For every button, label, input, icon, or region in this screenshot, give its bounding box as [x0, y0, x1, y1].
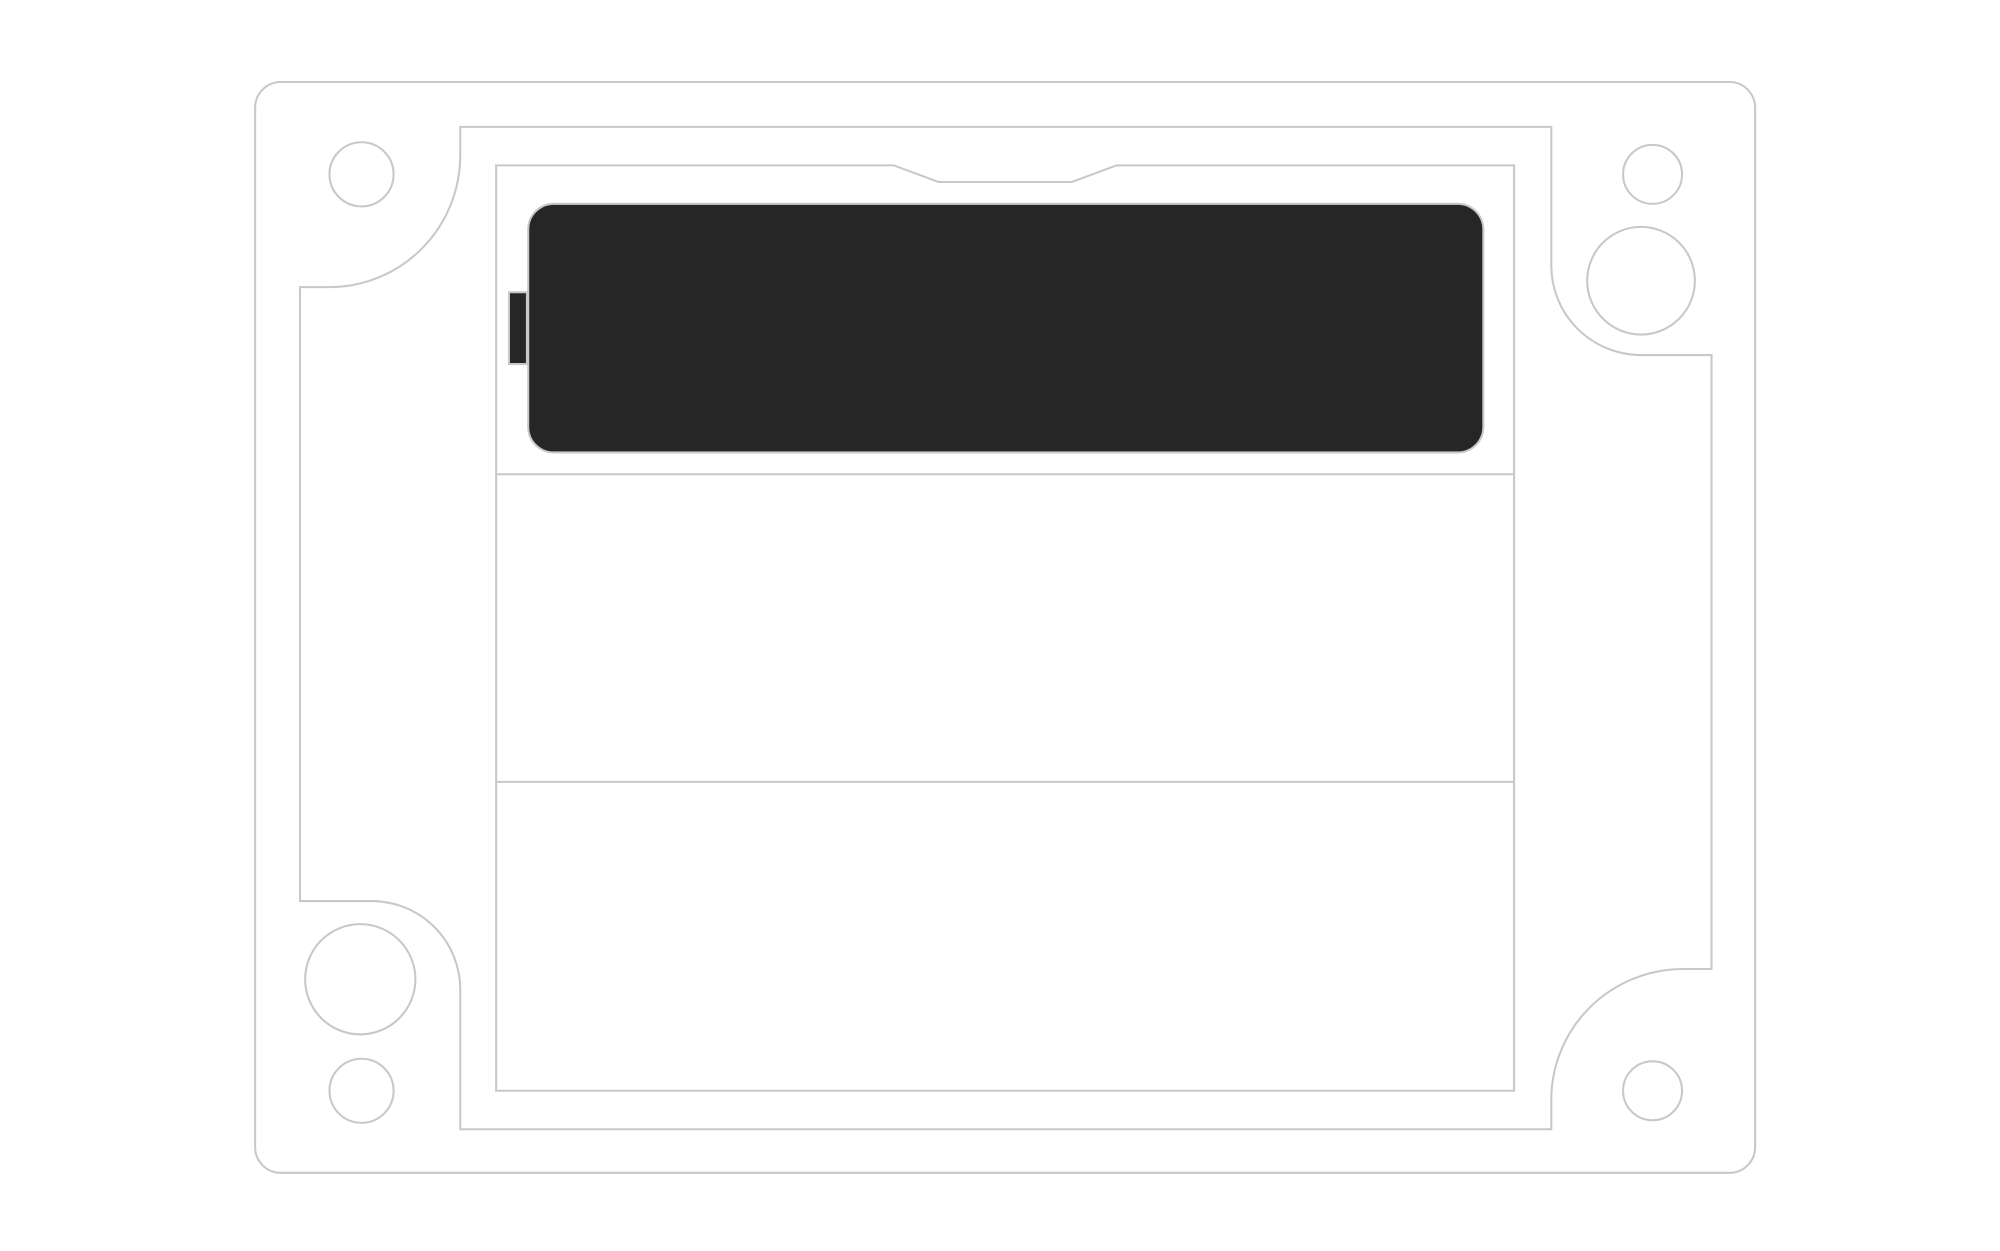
mounting-hole-top-left	[328, 141, 395, 208]
mounting-hole-bottom-right	[1622, 1060, 1684, 1122]
mounting-hole-bottom-left	[328, 1057, 395, 1124]
inner-frame	[298, 125, 1713, 1131]
outer-plate	[254, 81, 1757, 1174]
mounting-hole-top-right	[1622, 143, 1684, 205]
display-panel	[527, 202, 1485, 454]
display-tab	[507, 291, 528, 366]
large-hole-bottom-left	[304, 923, 417, 1036]
large-hole-top-right	[1586, 225, 1696, 336]
compartment-outline	[495, 164, 1516, 1092]
